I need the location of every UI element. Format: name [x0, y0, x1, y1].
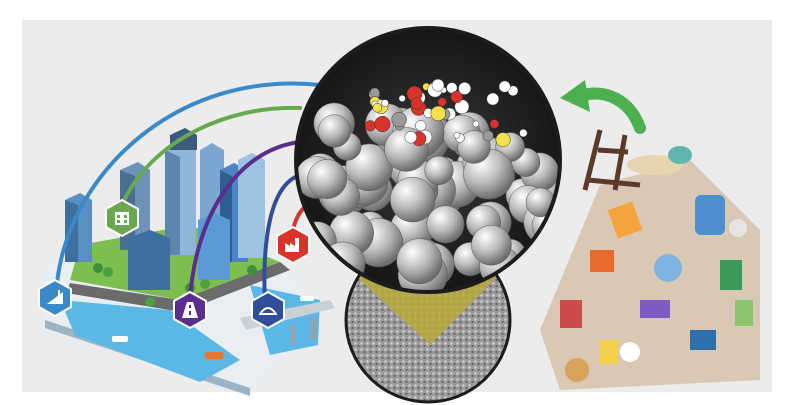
molecule-atom — [482, 130, 494, 142]
skyscraper — [165, 150, 180, 255]
molecule-atom — [472, 120, 480, 128]
molecule-sphere — [471, 224, 512, 266]
debris-item — [565, 358, 589, 382]
arc-purple — [188, 140, 302, 302]
debris-item — [590, 250, 614, 272]
tree — [103, 267, 113, 277]
molecular-model-border — [294, 26, 562, 294]
debris-item — [729, 219, 747, 237]
molecule-sphere — [390, 176, 436, 223]
debris-item — [735, 300, 753, 326]
arc-blue — [55, 81, 322, 285]
teapot — [668, 146, 692, 164]
molecule-atom — [364, 120, 376, 132]
molecule-sphere — [317, 114, 351, 148]
tree — [200, 279, 210, 289]
tree — [247, 265, 257, 275]
molecule-atom — [489, 119, 499, 129]
table — [627, 155, 683, 175]
bridge-icon — [259, 307, 277, 315]
molecule-atom — [381, 99, 389, 107]
hex-badge-bridge-ramp — [38, 278, 72, 318]
arc-green — [120, 105, 302, 207]
boats — [112, 296, 314, 359]
factory-icon — [285, 238, 299, 252]
arc-navy — [262, 173, 302, 307]
waste-pile-illustration — [540, 129, 760, 390]
molecule-atom — [404, 130, 418, 144]
city-road — [66, 262, 290, 312]
debris-item — [607, 201, 643, 239]
molecule-atom — [498, 80, 511, 93]
molecule-atom — [486, 92, 500, 106]
molecule-atom — [430, 105, 446, 122]
skyscraper — [198, 213, 230, 280]
debris-item — [600, 340, 618, 364]
molecule-atom — [495, 132, 511, 148]
connection-arcs — [55, 81, 322, 307]
boat — [300, 296, 314, 301]
lamp — [654, 254, 682, 282]
recycle-arrow-icon — [560, 80, 646, 134]
molecule-atom — [453, 131, 461, 139]
debris-item — [720, 260, 742, 290]
molecule-atom — [519, 129, 528, 138]
chair — [582, 129, 641, 191]
debris-item — [640, 300, 670, 318]
molecule-atom — [374, 115, 391, 133]
molecule-atom — [415, 120, 427, 132]
molecule-atom — [450, 90, 463, 104]
molecule-atom — [437, 97, 447, 107]
molecule-sphere — [424, 155, 454, 185]
molecule-sphere — [307, 159, 348, 199]
molecule-atom — [391, 111, 407, 128]
trees — [93, 263, 257, 307]
molecule-atom — [458, 82, 472, 95]
mailbox — [695, 195, 725, 235]
molecule-atoms — [364, 78, 528, 148]
hex-badge-factory — [276, 225, 310, 265]
debris-item — [620, 342, 640, 362]
molecule-sphere — [426, 205, 465, 244]
tree — [145, 297, 155, 307]
pier-post — [310, 318, 316, 340]
debris-item — [560, 300, 582, 328]
molecule-sphere — [396, 238, 443, 285]
pier-post — [290, 325, 296, 345]
hex-badge-bridge — [251, 290, 285, 330]
hex-badge-highway — [173, 290, 207, 330]
molecule-atom — [398, 94, 406, 102]
molecule-atom — [372, 102, 383, 113]
city-water — [60, 300, 240, 382]
tree — [93, 263, 103, 273]
boat — [112, 336, 128, 342]
hex-badge-office — [105, 198, 139, 238]
bridge-ramp-icon — [47, 290, 63, 304]
office-building-icon — [115, 212, 129, 225]
boat — [205, 352, 223, 359]
molecule-sphere — [457, 130, 491, 164]
molecule-atom — [369, 87, 380, 98]
skyscraper — [238, 153, 265, 258]
skyscraper — [128, 230, 170, 290]
molecule-atom — [410, 97, 423, 110]
molecule-atom — [431, 78, 445, 92]
highway-icon — [182, 302, 198, 318]
debris-item — [690, 330, 716, 350]
